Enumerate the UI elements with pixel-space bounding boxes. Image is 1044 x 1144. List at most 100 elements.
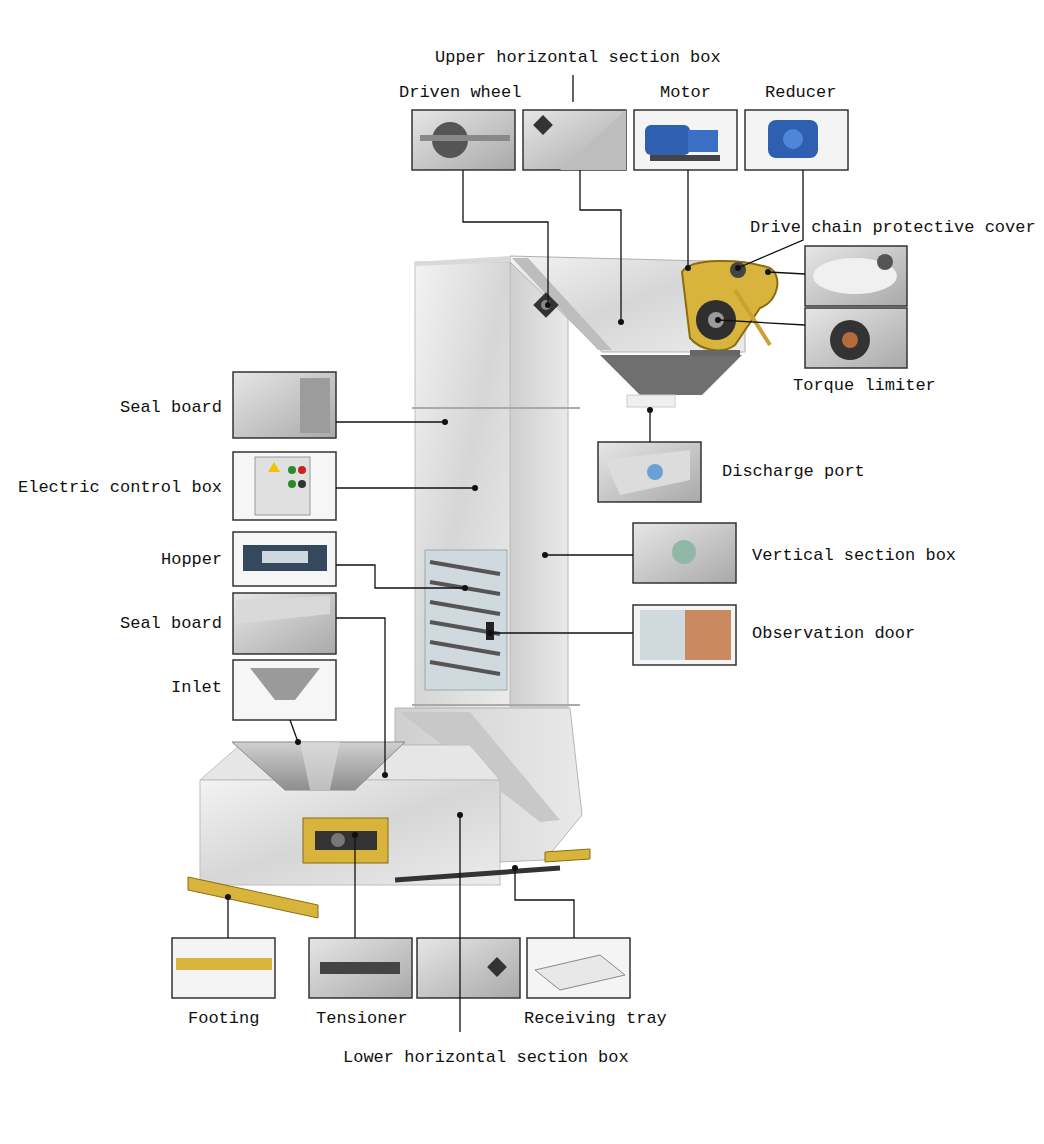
lower-section bbox=[395, 868, 560, 880]
vertical-section bbox=[412, 407, 580, 409]
observation-door bbox=[425, 550, 507, 690]
thumbnails bbox=[598, 442, 701, 502]
part-label: Tensioner bbox=[316, 1009, 408, 1029]
drive-assembly bbox=[735, 290, 770, 345]
thumbnail-content bbox=[298, 480, 306, 488]
leader-line bbox=[290, 720, 298, 742]
leader-line bbox=[354, 835, 355, 938]
discharge-funnel bbox=[600, 355, 742, 395]
thumbnail-content bbox=[560, 110, 626, 170]
thumbnail-content bbox=[645, 125, 690, 155]
leader-dot bbox=[457, 812, 463, 818]
thumbnails bbox=[172, 938, 275, 998]
leader-dot bbox=[618, 319, 624, 325]
part-label: Inlet bbox=[171, 678, 222, 698]
leader-line bbox=[227, 897, 228, 938]
drive-assembly bbox=[682, 261, 777, 350]
leader-line bbox=[768, 272, 805, 274]
leader-dot bbox=[765, 269, 771, 275]
part-label: Driven wheel bbox=[399, 83, 521, 103]
tensioner bbox=[315, 831, 377, 850]
part-label: Observation door bbox=[752, 624, 915, 644]
thumbnail-content bbox=[236, 596, 330, 624]
thumbnail-content bbox=[262, 551, 308, 563]
leader-dot bbox=[295, 739, 301, 745]
thumbnails bbox=[233, 593, 336, 654]
leader-dot bbox=[545, 302, 551, 308]
leader-dot bbox=[382, 772, 388, 778]
thumbnails bbox=[805, 308, 907, 368]
upper-head bbox=[512, 258, 612, 350]
leader-dot bbox=[462, 585, 468, 591]
thumbnail-content bbox=[647, 464, 663, 480]
thumbnail-content bbox=[487, 957, 507, 977]
leader-dot bbox=[352, 832, 358, 838]
thumbnail-content bbox=[298, 466, 306, 474]
thumbnails bbox=[233, 532, 336, 586]
thumbnail-content bbox=[176, 958, 272, 970]
leader-line bbox=[545, 554, 633, 555]
observation-door bbox=[486, 622, 494, 640]
thumbnail-content bbox=[420, 135, 510, 141]
thumbnails bbox=[633, 605, 736, 665]
drive-assembly bbox=[730, 262, 746, 278]
thumbnails bbox=[523, 110, 626, 170]
observation-door bbox=[430, 642, 500, 654]
part-label: Receiving tray bbox=[524, 1009, 667, 1029]
leader-line bbox=[336, 565, 465, 588]
leader-line bbox=[459, 815, 460, 1032]
thumbnail-content bbox=[842, 332, 858, 348]
thumbnail-content bbox=[672, 540, 696, 564]
observation-door bbox=[430, 602, 500, 614]
part-label: Upper horizontal section box bbox=[435, 48, 721, 68]
observation-door bbox=[430, 562, 500, 574]
bearing bbox=[533, 292, 558, 317]
thumbnail-content bbox=[685, 610, 731, 660]
leader-line bbox=[336, 487, 475, 488]
part-label: Hopper bbox=[161, 550, 222, 570]
thumbnail-content bbox=[320, 962, 400, 974]
drive-assembly bbox=[690, 350, 740, 356]
thumbnails bbox=[417, 938, 520, 998]
thumbnail-content bbox=[688, 130, 718, 152]
lower-section bbox=[200, 780, 500, 885]
thumbnails bbox=[233, 660, 336, 720]
thumbnails bbox=[412, 110, 515, 170]
part-label: Lower horizontal section box bbox=[343, 1048, 629, 1068]
leader-dot bbox=[542, 552, 548, 558]
leader-line bbox=[649, 410, 650, 442]
tensioner bbox=[303, 818, 388, 863]
thumbnails bbox=[634, 110, 737, 170]
part-label: Torque limiter bbox=[793, 376, 936, 396]
inlet-funnel bbox=[232, 742, 405, 790]
leader-dot bbox=[735, 265, 741, 271]
leader-line bbox=[463, 170, 548, 305]
thumbnail-content bbox=[640, 610, 685, 660]
drive-assembly bbox=[696, 300, 736, 340]
thumbnail-content bbox=[783, 129, 803, 149]
tensioner bbox=[303, 818, 388, 863]
part-label: Seal board bbox=[120, 614, 222, 634]
part-label: Seal board bbox=[120, 398, 222, 418]
leader-dot bbox=[685, 265, 691, 271]
part-label: Vertical section box bbox=[752, 546, 956, 566]
vertical-section bbox=[415, 262, 510, 717]
observation-door bbox=[425, 550, 507, 690]
leader-line bbox=[336, 421, 445, 422]
footing bbox=[188, 877, 318, 918]
part-label: Footing bbox=[188, 1009, 259, 1029]
leader-dot bbox=[647, 407, 653, 413]
leader-line bbox=[572, 75, 573, 102]
leader-dot bbox=[225, 894, 231, 900]
thumbnail-content bbox=[605, 450, 690, 495]
thumbnail-content bbox=[533, 115, 553, 135]
thumbnails bbox=[805, 246, 907, 306]
discharge-funnel bbox=[627, 395, 675, 407]
inlet-funnel bbox=[232, 742, 405, 790]
part-label: Motor bbox=[660, 83, 711, 103]
thumbnails bbox=[527, 938, 630, 998]
part-label: Drive chain protective cover bbox=[750, 218, 1036, 238]
thumbnails bbox=[633, 523, 736, 583]
